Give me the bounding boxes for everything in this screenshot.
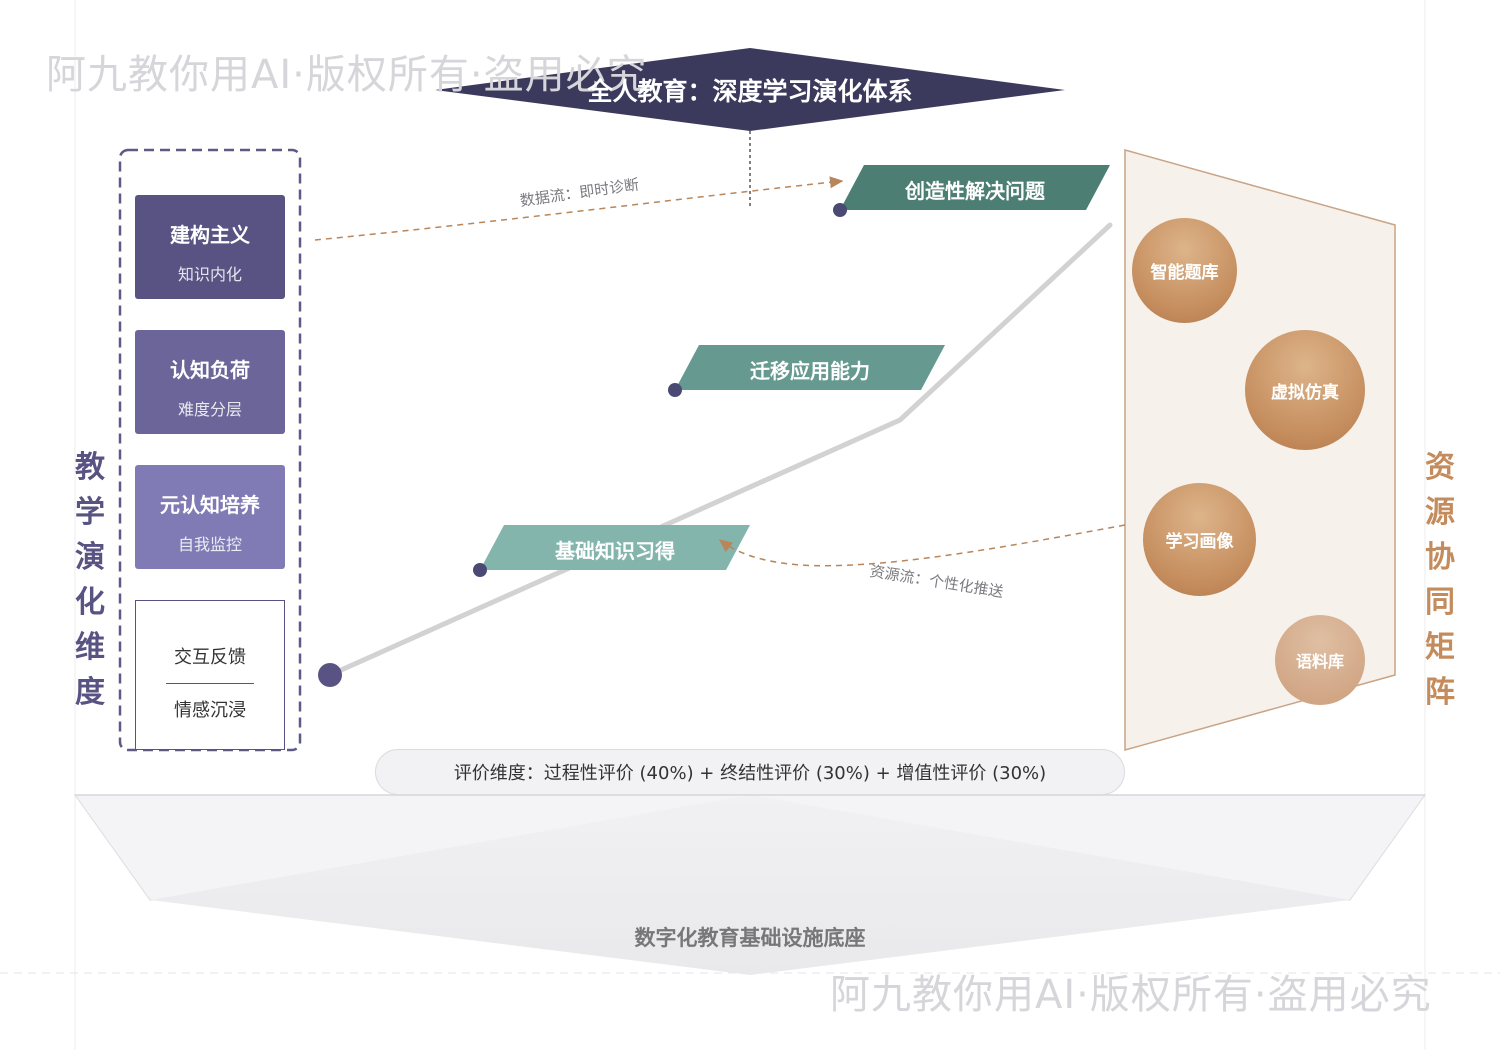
right-panel-title: 资源协同矩阵 — [1425, 450, 1455, 710]
resource-corpus: 语料库 — [1275, 615, 1365, 705]
watermark-top: 阿九教你用AI·版权所有·盗用必究 — [46, 52, 648, 98]
base-platform-diamond — [150, 795, 1350, 975]
page-title: 全人教育：深度学习演化体系 — [587, 77, 913, 106]
box-cognitive-load: 认知负荷 难度分层 — [135, 330, 285, 434]
stage-basic-dot — [473, 563, 487, 577]
resource-flow-arrow — [718, 524, 1126, 567]
evaluation-bar: 评价维度：过程性评价 (40%) + 终结性评价 (30%) + 增值性评价 (… — [375, 749, 1125, 795]
resource-learner-profile: 学习画像 — [1143, 483, 1256, 596]
box-interaction-top: 交互反馈 — [174, 647, 246, 668]
track-start-node — [318, 663, 342, 687]
left-panel-frame — [118, 148, 302, 752]
stage-creative-shape — [840, 165, 1110, 210]
box-metacognition: 元认知培养 自我监控 — [135, 465, 285, 569]
left-panel-title: 教学演化维度 — [75, 450, 105, 710]
stage-basic-shape — [480, 525, 750, 570]
progression-track — [327, 222, 1113, 678]
title-banner-shape — [435, 48, 1065, 131]
box-cognitive-load-title: 认知负荷 — [170, 358, 250, 382]
stage-transfer-dot — [668, 383, 682, 397]
box-interaction-bottom: 情感沉浸 — [174, 700, 246, 721]
box-interaction: 交互反馈 情感沉浸 — [135, 600, 285, 750]
box-constructivism-title: 建构主义 — [170, 223, 250, 247]
stage-creative-label: 创造性解决问题 — [905, 179, 1045, 203]
data-flow-arrow — [314, 176, 844, 241]
stage-basic-label: 基础知识习得 — [555, 539, 675, 563]
stage-creative-dot — [833, 203, 847, 217]
stage-transfer-label: 迁移应用能力 — [750, 359, 870, 383]
box-constructivism-sub: 知识内化 — [177, 265, 242, 284]
box-cognitive-load-sub: 难度分层 — [177, 400, 242, 419]
resource-virtual-sim: 虚拟仿真 — [1245, 330, 1365, 450]
resource-question-bank: 智能题库 — [1132, 218, 1237, 323]
box-metacognition-title: 元认知培养 — [160, 493, 260, 517]
box-metacognition-sub: 自我监控 — [177, 535, 242, 554]
box-interaction-divider — [166, 683, 254, 684]
base-label: 数字化教育基础设施底座 — [634, 926, 866, 950]
stage-transfer-shape — [675, 345, 945, 390]
watermark-bottom: 阿九教你用AI·版权所有·盗用必究 — [830, 972, 1432, 1018]
box-constructivism: 建构主义 知识内化 — [135, 195, 285, 299]
